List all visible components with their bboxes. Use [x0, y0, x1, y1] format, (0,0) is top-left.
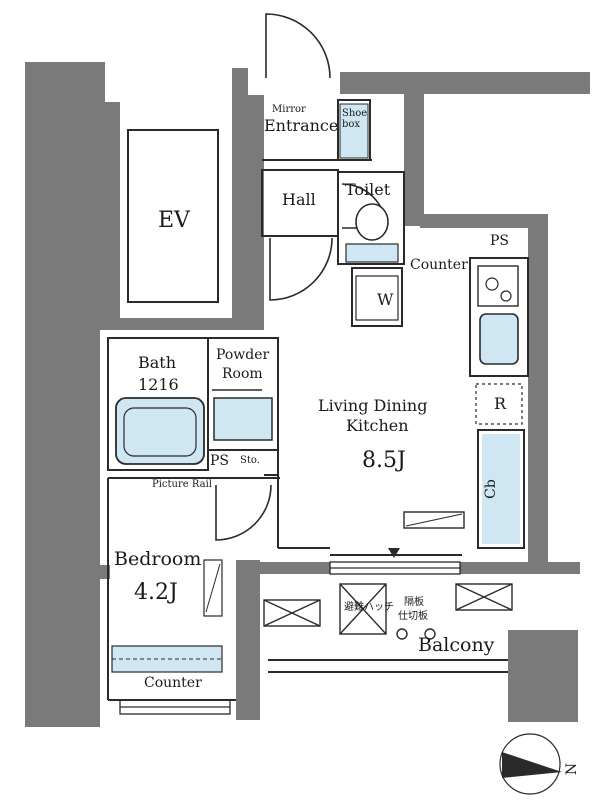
toilet-label: Toilet: [345, 180, 391, 199]
partition-label-2: 仕切板: [398, 611, 428, 622]
toilet-tank: [345, 243, 399, 263]
wall-left-column: [25, 62, 100, 727]
ldk-label-2: Kitchen: [346, 416, 409, 435]
kitchen-sink: [479, 313, 519, 365]
outdoor-unit-2: [455, 583, 513, 611]
powder-room-label-2: Room: [222, 366, 263, 382]
compass-n-label: N: [564, 762, 581, 776]
ps-top-label: PS: [490, 233, 510, 249]
storage-label: Sto.: [240, 455, 260, 466]
outdoor-unit: [263, 599, 321, 627]
windows: [119, 561, 461, 715]
interior-lines: [107, 99, 529, 701]
hall-label: Hall: [282, 190, 316, 209]
shoebox-fill: [339, 103, 369, 159]
wall-top-right: [404, 94, 424, 226]
ev-label: EV: [158, 208, 190, 233]
washer-label: W: [377, 290, 394, 309]
ac-unit: [403, 511, 465, 529]
burner-icon-2: [500, 290, 512, 302]
partition-marker: [396, 628, 408, 640]
bathtub: [115, 397, 205, 465]
wall-ev-top: [100, 102, 120, 124]
kitchen-counter-label: Counter: [410, 257, 468, 273]
emergency-hatch-label: 避難ハッチ: [344, 602, 394, 613]
washer-outline: [351, 267, 403, 327]
bath-label: Bath: [138, 353, 177, 372]
wall-entrance-left: [248, 95, 264, 330]
wall-right-top: [420, 214, 548, 228]
bathroom-door: [215, 484, 272, 541]
shoebox-label: Shoe box: [342, 108, 368, 130]
wall-left-bottom: [25, 565, 110, 579]
closet-fill: [482, 434, 520, 544]
entrance-door: [265, 13, 331, 79]
bathtub-inner: [123, 407, 197, 457]
bedroom-ac: [203, 559, 223, 617]
balcony-items: [263, 583, 513, 640]
refrigerator-space: [475, 383, 523, 425]
wall-right: [528, 226, 548, 570]
compass-icon: [499, 733, 562, 795]
toilet-bowl: [355, 203, 389, 241]
bedroom-size-label: 4.2J: [134, 580, 178, 605]
wall-ev-left: [100, 124, 120, 324]
ldk-label: Living Dining: [318, 396, 428, 415]
entrance-marker-icon: [388, 548, 400, 558]
washer-pan: [355, 275, 399, 321]
wall-balcony-column: [508, 630, 578, 722]
bedroom-counter-label: Counter: [144, 675, 202, 691]
picture-rail-label: Picture Rail: [152, 479, 212, 490]
closet-label: Cb: [482, 479, 499, 499]
walls: [25, 62, 590, 727]
wall-top: [340, 72, 590, 94]
vanity-sink: [213, 397, 273, 441]
ps-bath-label: PS: [210, 453, 230, 469]
closet-outline: [477, 429, 525, 549]
burner-icon: [485, 277, 499, 291]
bedroom-label: Bedroom: [114, 548, 202, 570]
wall-ev-bottom: [100, 318, 248, 330]
wall-ev-right: [232, 68, 248, 324]
partition-label: 隔板: [404, 597, 424, 608]
mirror-label: Mirror: [272, 104, 306, 115]
entrance-label: Entrance: [264, 116, 339, 135]
hall-door: [269, 237, 333, 301]
wall-bedroom-right: [236, 560, 260, 720]
refrigerator-label: R: [494, 394, 507, 413]
partition-marker-2: [424, 628, 436, 640]
balcony-label: Balcony: [418, 634, 495, 656]
emergency-hatch: [339, 583, 387, 635]
bath-size-label: 1216: [138, 375, 179, 394]
wall-bottom-column: [25, 626, 97, 722]
fixtures: [111, 103, 523, 673]
powder-room-label: Powder: [216, 347, 270, 363]
ldk-size-label: 8.5J: [362, 448, 406, 473]
ev-shaft: [127, 129, 219, 303]
